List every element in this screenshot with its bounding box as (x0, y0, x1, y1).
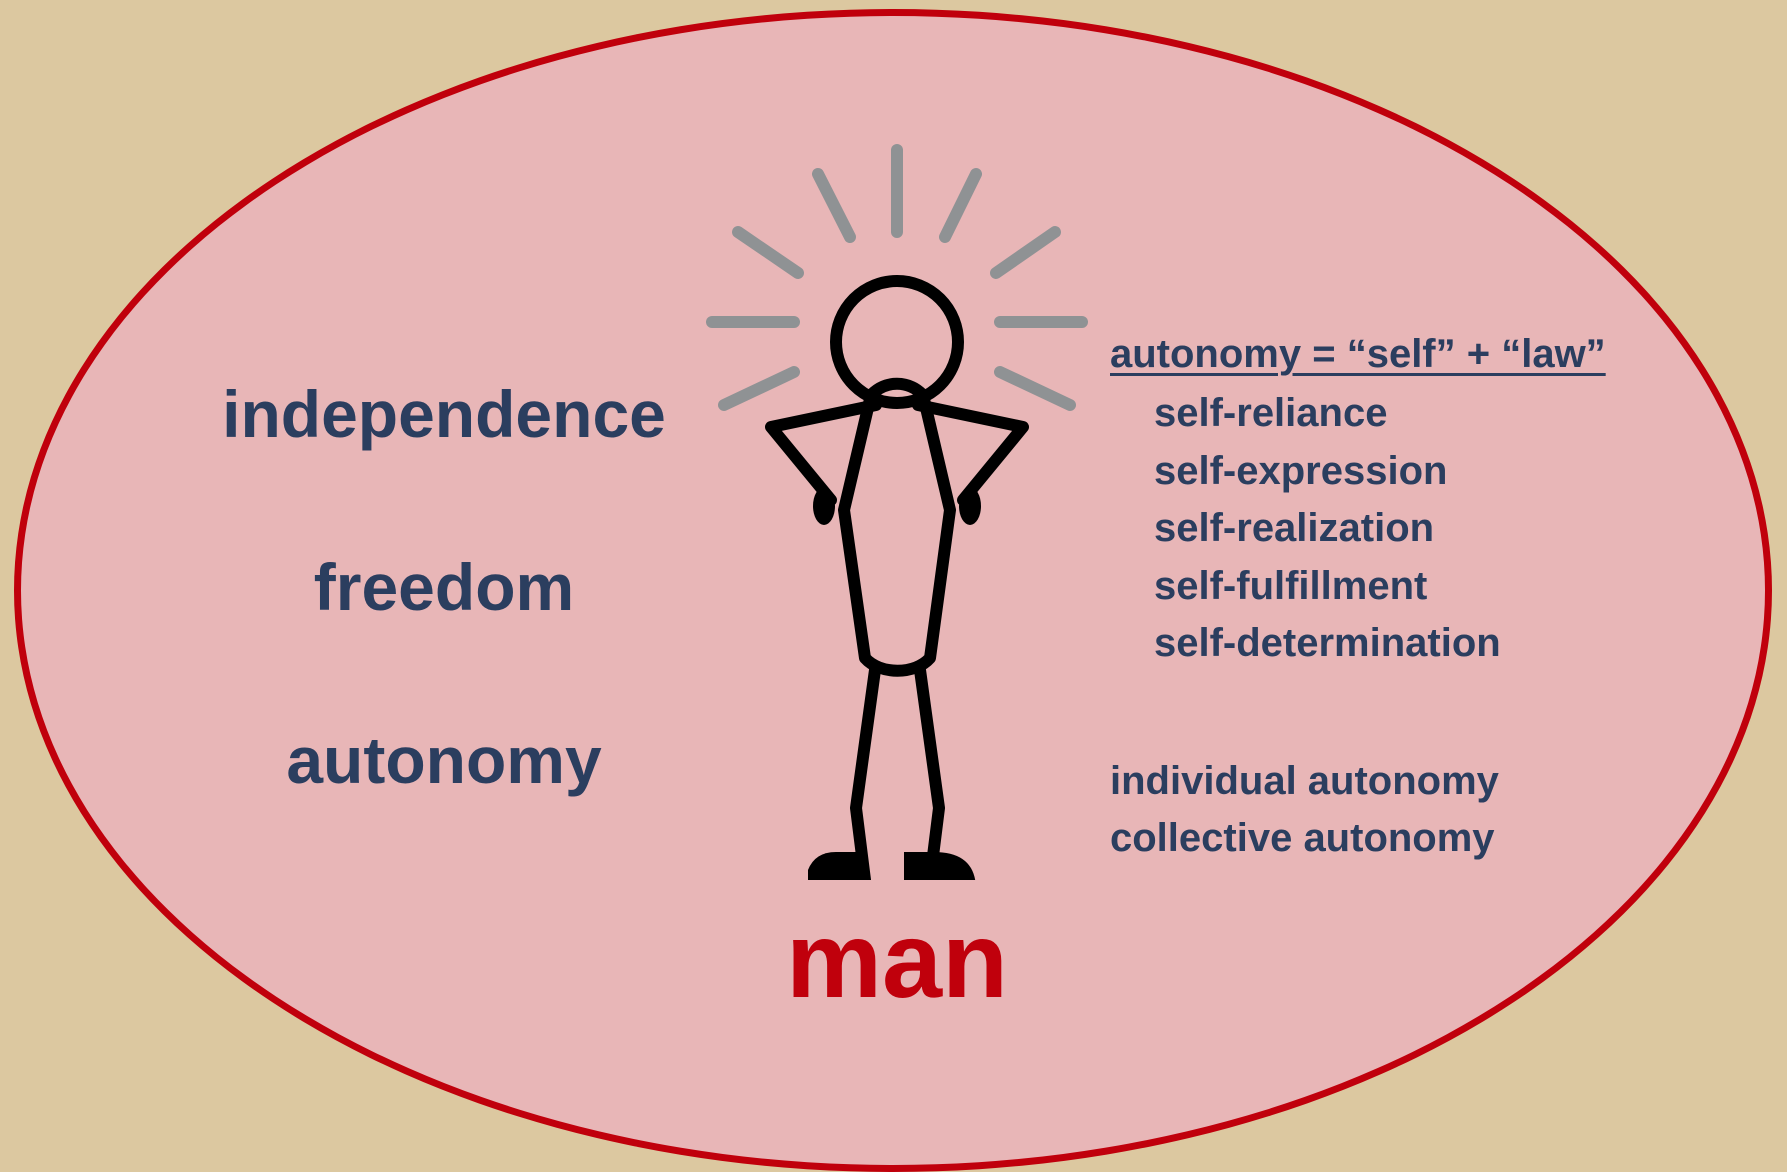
self-term-fulfillment: self-fulfillment (1154, 564, 1428, 608)
figure-hands-feet (808, 487, 981, 880)
term-freedom: freedom (313, 550, 575, 624)
autonomy-definition-heading: autonomy = “self” + “law” (1110, 332, 1606, 376)
center-label: man (785, 899, 1009, 1020)
term-independence: independence (222, 377, 666, 451)
individual-autonomy-label: individual autonomy (1110, 759, 1499, 803)
self-term-reliance: self-reliance (1154, 391, 1388, 435)
radiating-rays-icon (706, 144, 1088, 411)
self-term-expression: self-expression (1154, 449, 1448, 493)
self-term-determination: self-determination (1154, 621, 1501, 665)
term-autonomy: autonomy (286, 723, 602, 797)
stick-figure-icon (706, 144, 1088, 880)
self-term-realization: self-realization (1154, 506, 1435, 550)
figure-body (765, 275, 1029, 880)
collective-autonomy-label: collective autonomy (1110, 816, 1495, 860)
